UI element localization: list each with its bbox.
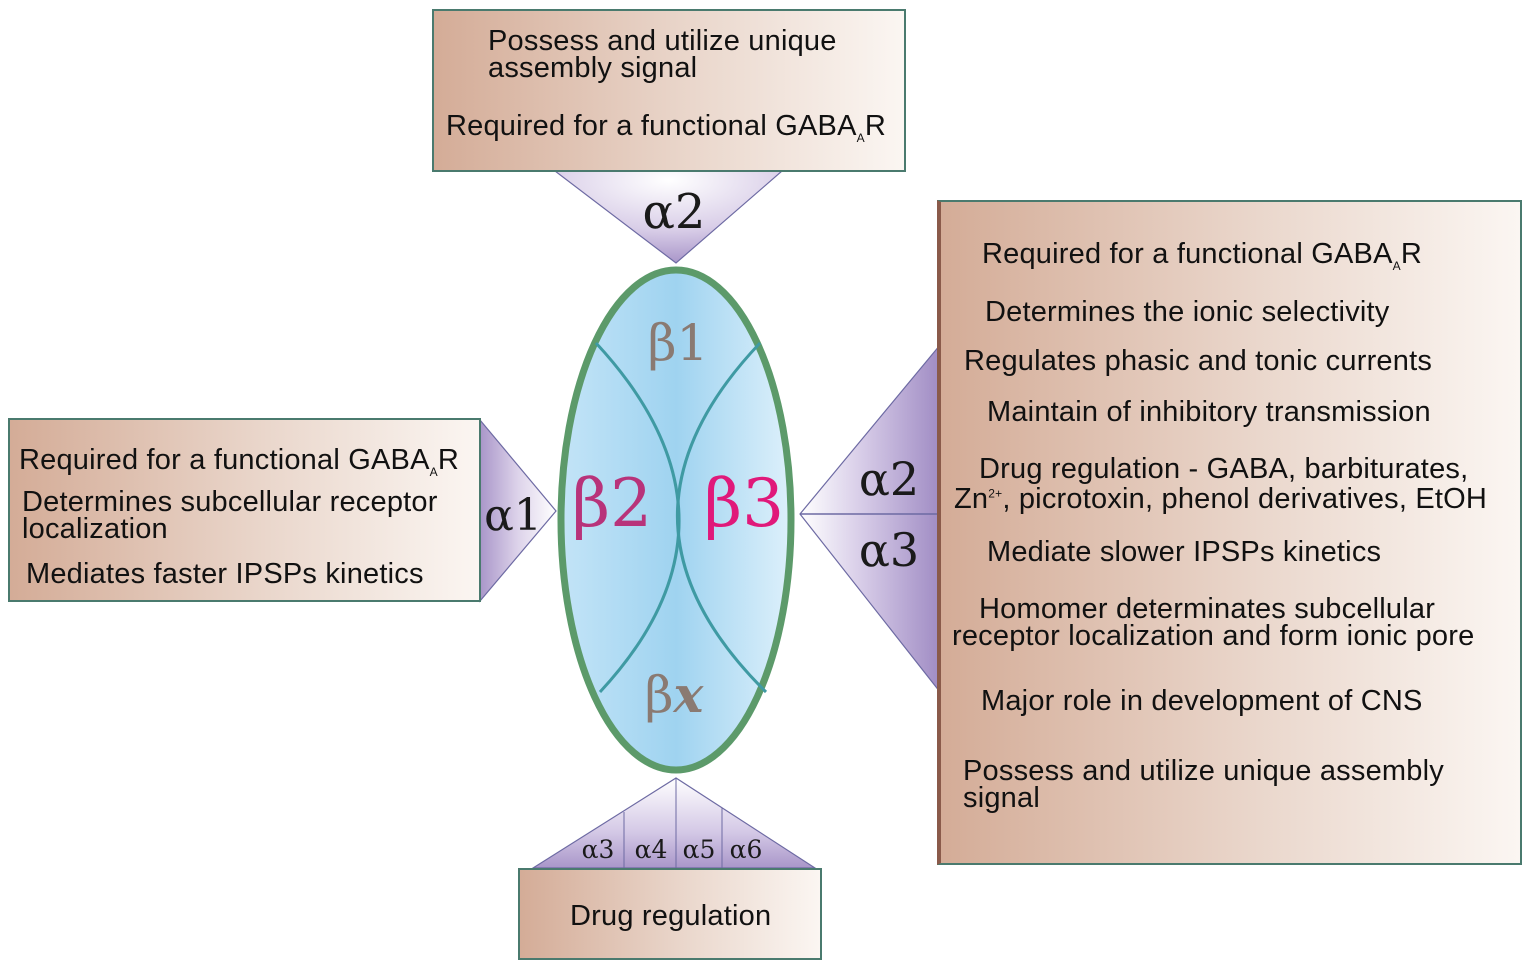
alpha6-bottom-label: α6 bbox=[730, 835, 763, 864]
alpha4-bottom-label: α4 bbox=[635, 835, 668, 864]
right-assembly-line2: signal bbox=[963, 782, 1040, 814]
right-phasic-tonic: Regulates phasic and tonic currents bbox=[964, 345, 1433, 377]
alpha2-alpha3-right-triangle bbox=[799, 343, 941, 694]
alpha3-6-bottom-triangle bbox=[530, 777, 818, 869]
right-alpha3-label: α3 bbox=[859, 523, 919, 577]
alpha1-label: α1 bbox=[484, 490, 542, 541]
left-info-box: Required for a functional GABAAR Determi… bbox=[8, 418, 481, 602]
alpha5-bottom-label: α5 bbox=[683, 835, 716, 864]
beta3-label: β3 bbox=[704, 465, 784, 542]
alpha2-top-label: α2 bbox=[643, 184, 706, 240]
top-assembly-line2: assembly signal bbox=[488, 52, 698, 84]
right-slower-kinetics: Mediate slower IPSPs kinetics bbox=[987, 536, 1382, 568]
top-info-box: Possess and utilize unique assembly sign… bbox=[432, 9, 906, 172]
top-required-gabaar: Required for a functional GABAAR bbox=[446, 110, 886, 145]
top-assembly-line1: Possess and utilize unique bbox=[488, 25, 837, 57]
right-homomer-line2: receptor localization and form ionic por… bbox=[952, 620, 1475, 652]
right-required-gabaar: Required for a functional GABAAR bbox=[982, 238, 1422, 273]
beta2-label: β2 bbox=[572, 465, 652, 542]
bottom-drug-regulation: Drug regulation bbox=[570, 900, 772, 932]
right-alpha2-label: α2 bbox=[859, 452, 919, 506]
right-drug-regulation-line1: Drug regulation - GABA, barbiturates, bbox=[979, 453, 1469, 485]
right-inhibitory: Maintain of inhibitory transmission bbox=[987, 396, 1431, 428]
left-localization-line1: Determines subcellular receptor bbox=[22, 486, 438, 518]
right-assembly-line1: Possess and utilize unique assembly bbox=[963, 755, 1444, 787]
left-required-gabaar: Required for a functional GABAAR bbox=[19, 444, 459, 479]
betax-label: βx bbox=[645, 665, 705, 724]
right-cns-development: Major role in development of CNS bbox=[981, 685, 1423, 717]
right-homomer-line1: Homomer determinates subcellular bbox=[979, 593, 1436, 625]
beta1-label: β1 bbox=[648, 314, 709, 372]
left-localization-line2: localization bbox=[22, 513, 168, 545]
left-faster-kinetics: Mediates faster IPSPs kinetics bbox=[26, 558, 424, 590]
right-ionic-selectivity: Determines the ionic selectivity bbox=[985, 296, 1390, 328]
bottom-info-box: Drug regulation bbox=[518, 868, 822, 960]
ellipse-right-arc bbox=[676, 341, 768, 694]
right-drug-regulation-line2: Zn2+, picrotoxin, phenol derivatives, Et… bbox=[954, 483, 1488, 515]
alpha3-bottom-label: α3 bbox=[582, 835, 615, 864]
right-info-box: Required for a functional GABAAR Determi… bbox=[937, 200, 1522, 865]
